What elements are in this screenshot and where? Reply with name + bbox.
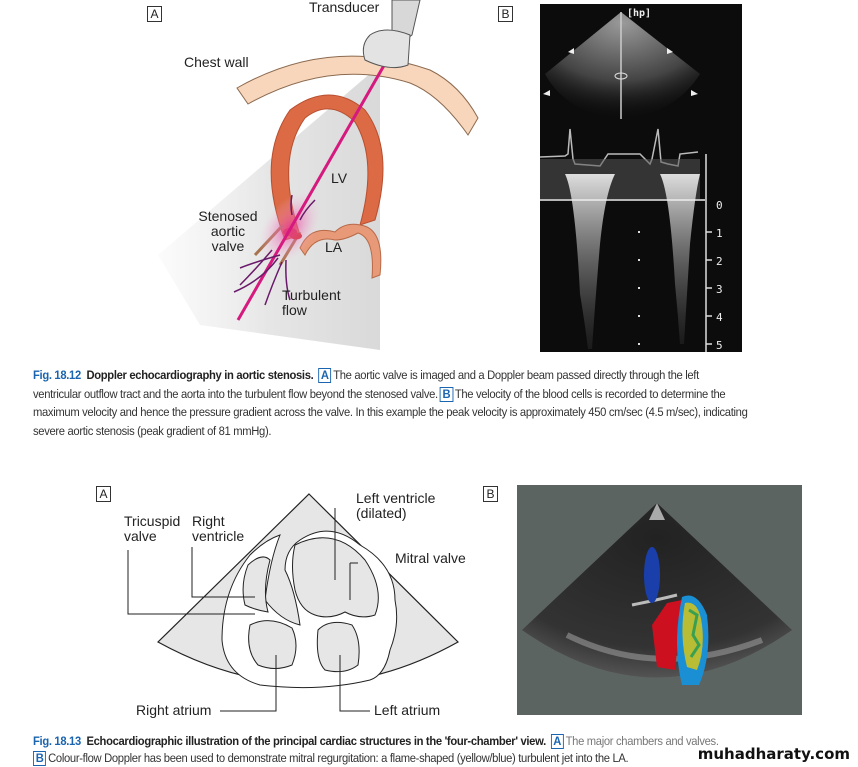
caption-fig-18-12: Fig. 18.12 Doppler echocardiography in a… <box>33 368 748 438</box>
chest-wall <box>236 55 479 136</box>
transducer-icon <box>362 0 421 69</box>
panel-label-a-2: A <box>96 486 111 502</box>
left-atrium-cavity <box>316 621 360 673</box>
four-chamber-diagram <box>127 493 459 712</box>
right-atrium-cavity <box>248 620 297 669</box>
mode-badge: [hp] <box>627 8 652 19</box>
label-chest-wall: Chest wall <box>184 54 249 70</box>
2d-sector <box>545 12 700 119</box>
label-transducer: Transducer <box>309 0 380 15</box>
tick-5: 5 <box>716 339 723 352</box>
label-left-ventricle: Left ventricle (dilated) <box>356 490 436 521</box>
label-lv: LV <box>331 170 348 186</box>
tick-4: 4 <box>716 311 723 324</box>
watermark: muhadharaty.com <box>697 745 850 763</box>
turbulent-flow-arrows <box>233 194 316 306</box>
color-doppler-image <box>517 485 802 715</box>
tick-1: 1 <box>716 227 723 240</box>
label-left-atrium: Left atrium <box>374 702 441 718</box>
red-flow <box>652 600 682 670</box>
velocity-scale-ticks: 0 1 2 3 4 5 <box>716 192 723 352</box>
ultrasound-sector <box>158 65 380 350</box>
tick-0: 0 <box>716 199 723 212</box>
right-ventricle-cavity <box>242 556 271 613</box>
tick-2: 2 <box>716 255 723 268</box>
label-stenosed-aortic-valve: Stenosed aortic valve <box>198 208 258 254</box>
doppler-trace-image: [hp] 0 1 2 3 4 5 <box>540 4 742 352</box>
panel-label-b: B <box>498 6 513 22</box>
label-la: LA <box>325 239 343 255</box>
label-right-ventricle: Right ventricle <box>192 513 245 544</box>
label-right-atrium: Right atrium <box>136 702 212 718</box>
panel-label-b-2: B <box>483 486 498 502</box>
tick-3: 3 <box>716 283 723 296</box>
caption-fig-18-13: Fig. 18.13 Echocardiographic illustratio… <box>33 734 719 766</box>
doppler-beam <box>236 54 392 321</box>
doppler-diagram <box>158 0 479 350</box>
label-turbulent-flow: Turbulent flow <box>282 287 341 318</box>
label-mitral-valve: Mitral valve <box>395 550 466 566</box>
la-wall <box>299 223 382 279</box>
label-tricuspid-valve: Tricuspid valve <box>124 513 181 544</box>
blue-flow <box>644 547 660 603</box>
leader-lines <box>127 508 370 712</box>
panel-label-a: A <box>147 6 162 22</box>
